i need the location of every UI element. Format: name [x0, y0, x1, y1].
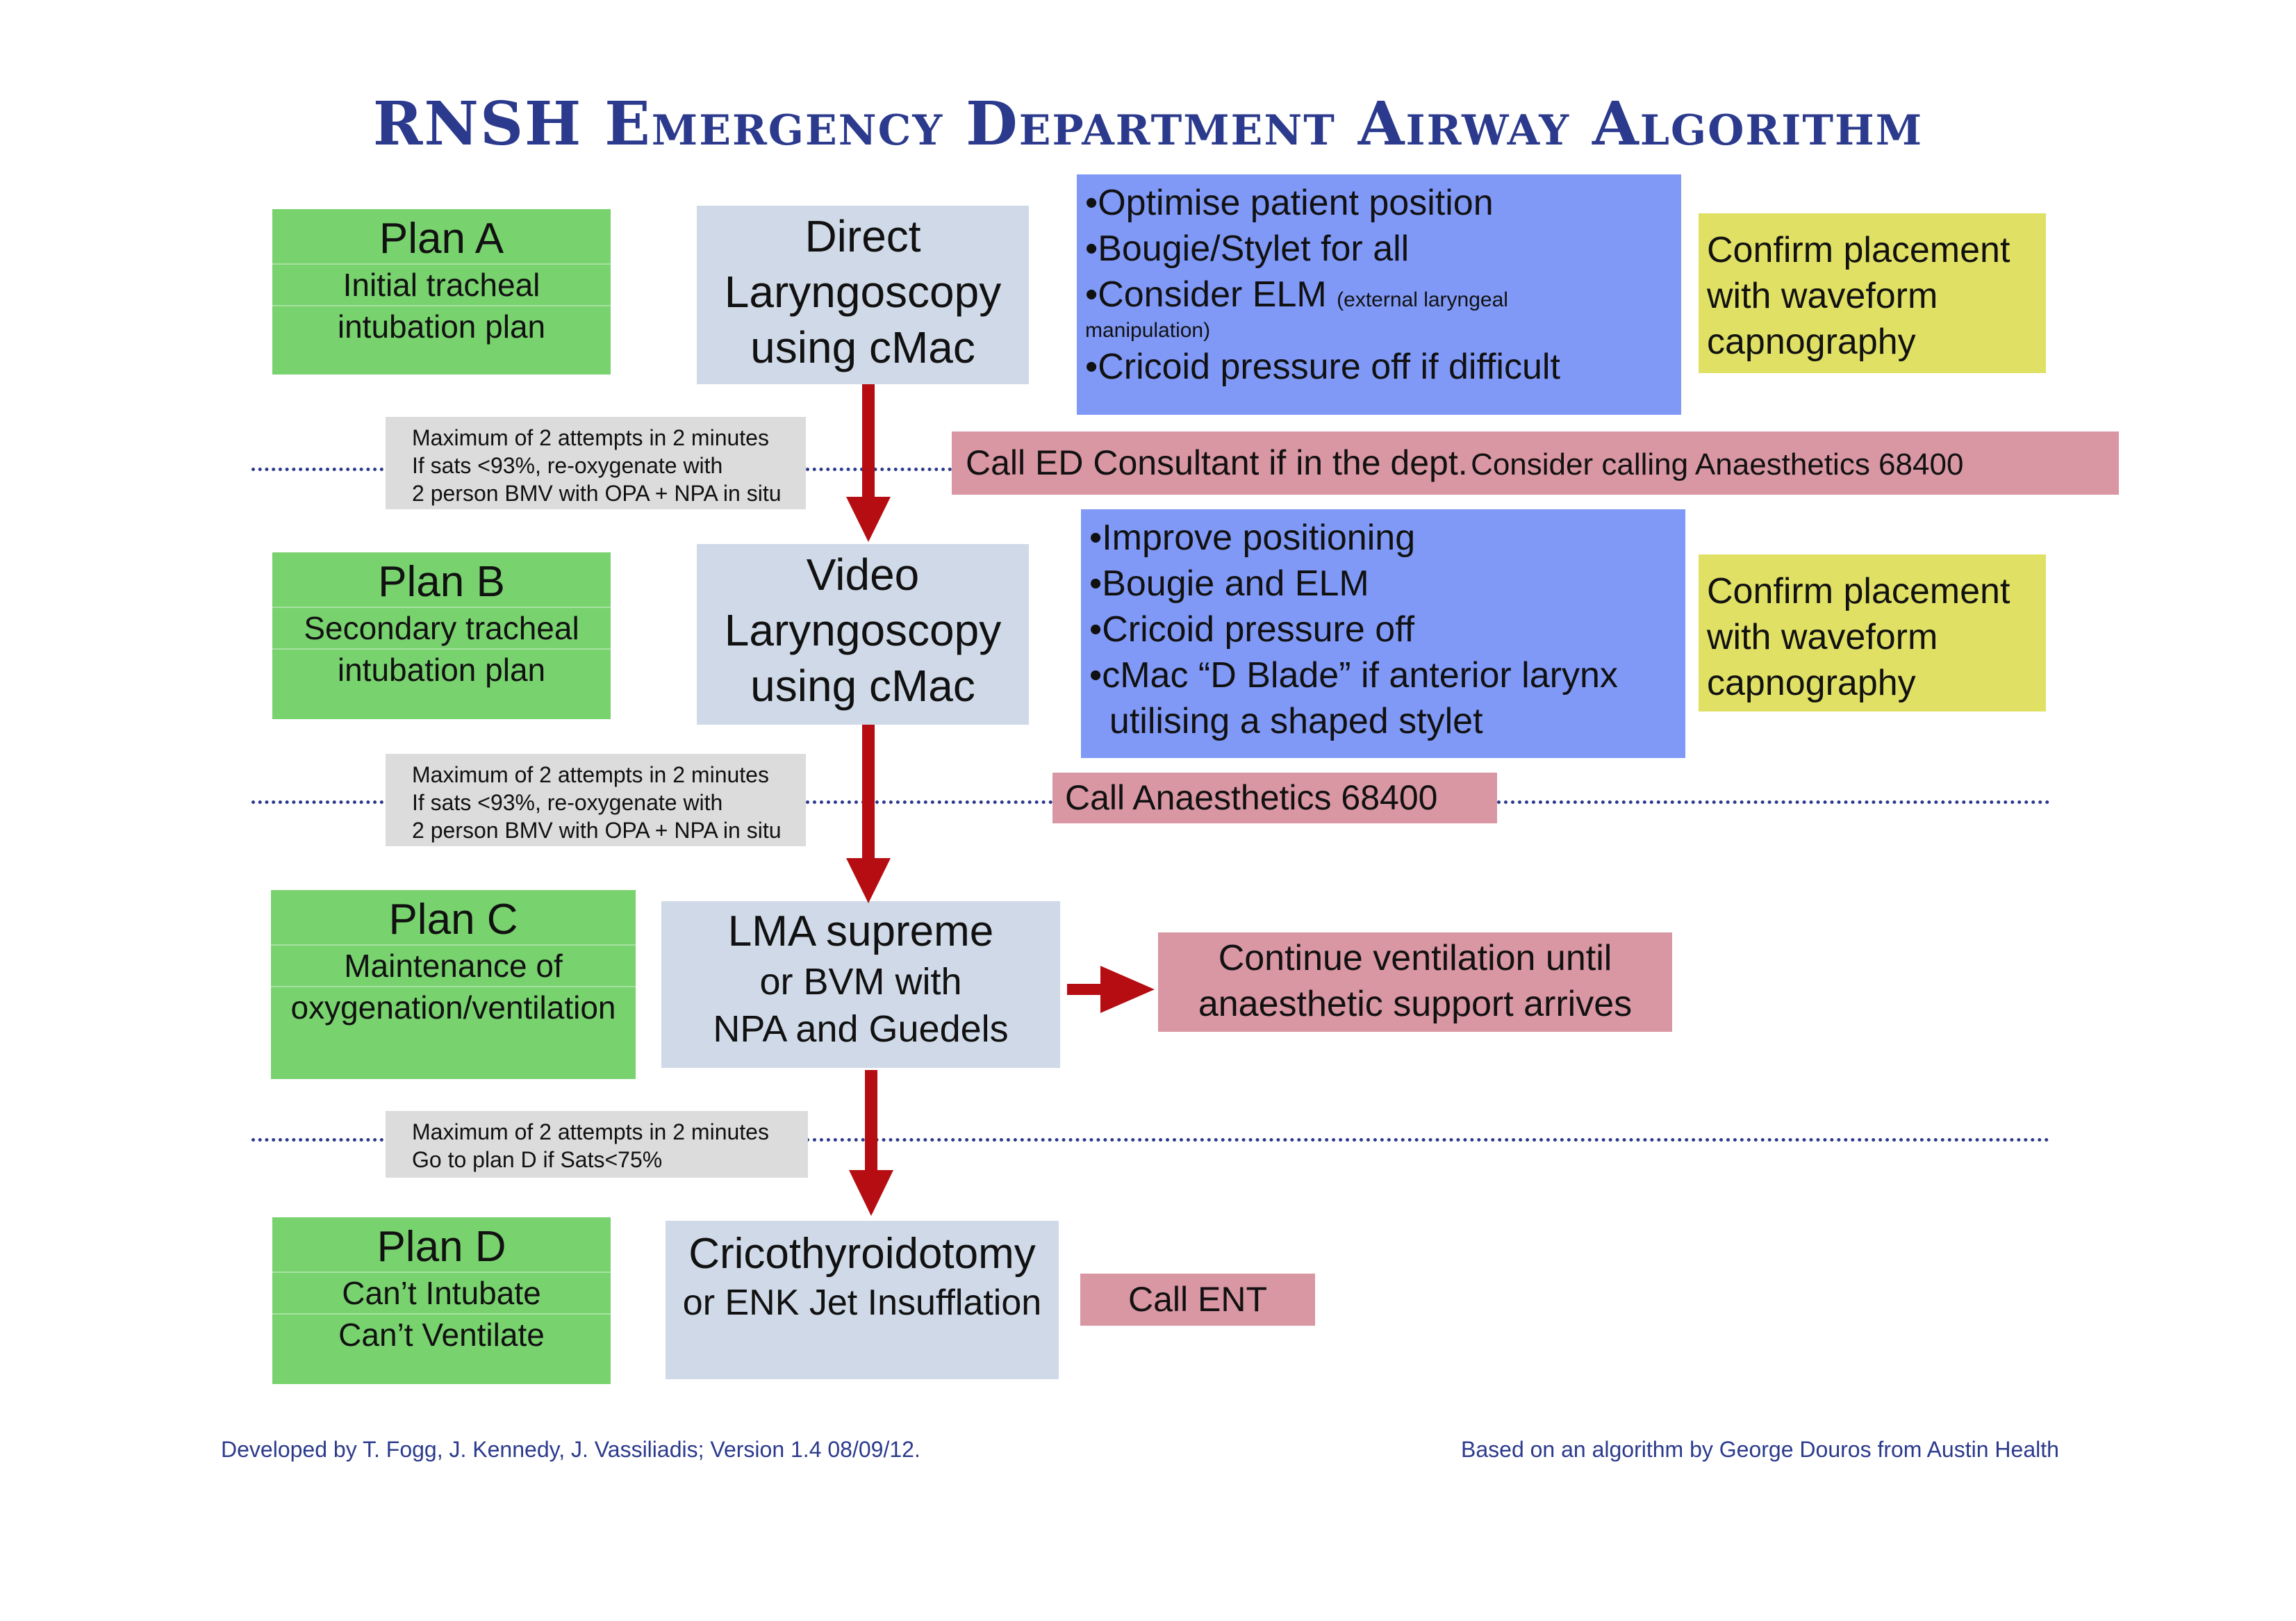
note1-line-1: Maximum of 2 attempts in 2 minutes	[412, 425, 769, 450]
plan-a-tips-box: •Optimise patient position •Bougie/Style…	[1077, 174, 1681, 415]
arrow-3-shaft	[1067, 984, 1103, 995]
separator-line-1b	[806, 468, 952, 471]
note1-line-2: If sats <93%, re-oxygenate with	[412, 453, 723, 478]
plan-c-box: Plan C Maintenance of oxygenation/ventil…	[271, 890, 636, 1079]
arrow-3-head	[1100, 966, 1155, 1013]
arrow-4-shaft	[865, 1070, 877, 1174]
plan-a-box: Plan A Initial tracheal intubation plan	[272, 209, 611, 375]
direct-laryngoscopy-box: Direct Laryngoscopy using cMac	[697, 206, 1029, 384]
plan-a-heading: Plan A	[272, 209, 611, 265]
call-ed-consultant-box: Call ED Consultant if in the dept. Consi…	[952, 431, 2119, 495]
separator-line-2a	[251, 800, 383, 804]
plan-a-line-2: intubation plan	[337, 308, 546, 345]
arrow-1-shaft	[862, 384, 875, 501]
separator-line-1a	[251, 468, 383, 471]
separator-line-2b	[806, 800, 1052, 804]
action-4-line-2: or ENK Jet Insufflation	[682, 1283, 1042, 1323]
plan-c-line-2: oxygenation/ventilation	[290, 989, 616, 1026]
separator-line-3a	[251, 1138, 383, 1142]
plan-c-heading: Plan C	[271, 890, 636, 946]
separator-line-3b	[806, 1138, 2049, 1142]
note3-line-1: Maximum of 2 attempts in 2 minutes	[412, 1119, 769, 1144]
tips-a-line-2: •Bougie/Stylet for all	[1085, 229, 1410, 269]
separator-line-2c	[1497, 800, 2049, 804]
plan-a-line-1: Initial tracheal	[272, 265, 611, 306]
tips-b-line-3: •Cricoid pressure off	[1089, 609, 1415, 650]
plan-b-line-1: Secondary tracheal	[272, 608, 611, 650]
arrow-4-head	[849, 1170, 893, 1216]
attempts-note-1: Maximum of 2 attempts in 2 minutes If sa…	[386, 417, 806, 509]
call-anaesthetics-box: Call Anaesthetics 68400	[1052, 773, 1497, 823]
call-anaesthetics-text: Call Anaesthetics 68400	[1065, 778, 1438, 817]
plan-b-box: Plan B Secondary tracheal intubation pla…	[272, 552, 611, 719]
plan-d-line-2: Can’t Ventilate	[338, 1317, 545, 1353]
action-3-line-3: NPA and Guedels	[713, 1008, 1009, 1050]
page-title: RNSH Emergency Department Airway Algorit…	[372, 89, 1924, 159]
footer-developed-by: Developed by T. Fogg, J. Kennedy, J. Vas…	[221, 1437, 920, 1462]
call-ent-box: Call ENT	[1080, 1274, 1315, 1326]
continue-ventilation-box: Continue ventilation until anaesthetic s…	[1158, 932, 1672, 1032]
note3-line-2: Go to plan D if Sats<75%	[412, 1147, 663, 1172]
action-1-line-2: Laryngoscopy	[724, 267, 1002, 317]
plan-b-line-2: intubation plan	[337, 652, 546, 688]
action-2-line-2: Laryngoscopy	[724, 605, 1002, 655]
tips-a-elm-note: (external laryngeal	[1337, 288, 1508, 311]
arrow-2-head	[846, 858, 891, 903]
tips-a-line-4: •Cricoid pressure off if difficult	[1085, 347, 1560, 387]
action-2-line-3: using cMac	[750, 661, 975, 711]
continue-line-1: Continue ventilation until	[1218, 938, 1612, 978]
tips-b-line-1: •Improve positioning	[1089, 518, 1416, 558]
call-anaesthetics-consider-text: Consider calling Anaesthetics 68400	[1471, 447, 1964, 482]
plan-d-heading: Plan D	[272, 1217, 611, 1273]
continue-line-2: anaesthetic support arrives	[1198, 984, 1633, 1024]
action-3-line-1: LMA supreme	[727, 907, 994, 955]
tips-b-line-2: •Bougie and ELM	[1089, 563, 1369, 604]
confirm-a-line-1: Confirm placement	[1707, 230, 2010, 270]
plan-d-box: Plan D Can’t Intubate Can’t Ventilate	[272, 1217, 611, 1384]
confirm-a-line-3: capnography	[1707, 322, 1916, 362]
tips-a-line-3: •Consider ELM (external laryngeal	[1085, 272, 1673, 318]
tips-a-elm: •Consider ELM	[1085, 274, 1327, 315]
note2-line-1: Maximum of 2 attempts in 2 minutes	[412, 762, 769, 787]
note2-line-2: If sats <93%, re-oxygenate with	[412, 790, 723, 815]
tips-a-line-1: •Optimise patient position	[1085, 183, 1494, 223]
confirm-b-line-3: capnography	[1707, 663, 1916, 703]
action-3-line-2: or BVM with	[759, 961, 962, 1003]
plan-c-line-1: Maintenance of	[271, 946, 636, 987]
video-laryngoscopy-box: Video Laryngoscopy using cMac	[697, 544, 1029, 725]
arrow-2-shaft	[862, 725, 875, 862]
tips-b-line-5: utilising a shaped stylet	[1089, 701, 1483, 741]
action-4-line-1: Cricothyroidotomy	[688, 1230, 1036, 1278]
attempts-note-3: Maximum of 2 attempts in 2 minutes Go to…	[386, 1111, 808, 1178]
footer-based-on: Based on an algorithm by George Douros f…	[1461, 1437, 2059, 1462]
cricothyroidotomy-box: Cricothyroidotomy or ENK Jet Insufflatio…	[666, 1221, 1059, 1379]
call-ent-text: Call ENT	[1128, 1280, 1268, 1319]
confirm-a-line-2: with waveform	[1707, 276, 1938, 316]
plan-d-line-1: Can’t Intubate	[272, 1273, 611, 1315]
lma-supreme-box: LMA supreme or BVM with NPA and Guedels	[661, 901, 1060, 1068]
note1-line-3: 2 person BMV with OPA + NPA in situ	[412, 481, 782, 506]
tips-a-elm-note-2: manipulation)	[1085, 319, 1211, 342]
plan-b-tips-box: •Improve positioning •Bougie and ELM •Cr…	[1081, 509, 1685, 758]
tips-b-line-4: •cMac “D Blade” if anterior larynx	[1089, 655, 1618, 696]
action-1-line-3: using cMac	[750, 322, 975, 372]
confirm-placement-box-a: Confirm placement with waveform capnogra…	[1699, 213, 2046, 373]
confirm-b-line-1: Confirm placement	[1707, 571, 2010, 611]
attempts-note-2: Maximum of 2 attempts in 2 minutes If sa…	[386, 754, 806, 846]
confirm-b-line-2: with waveform	[1707, 617, 1938, 657]
call-ed-consultant-text: Call ED Consultant if in the dept.	[966, 443, 1468, 482]
plan-b-heading: Plan B	[272, 552, 611, 608]
action-1-line-1: Direct	[804, 211, 921, 261]
confirm-placement-box-b: Confirm placement with waveform capnogra…	[1699, 554, 2046, 711]
arrow-1-head	[846, 497, 891, 542]
note2-line-3: 2 person BMV with OPA + NPA in situ	[412, 818, 782, 843]
action-2-line-1: Video	[806, 550, 920, 600]
